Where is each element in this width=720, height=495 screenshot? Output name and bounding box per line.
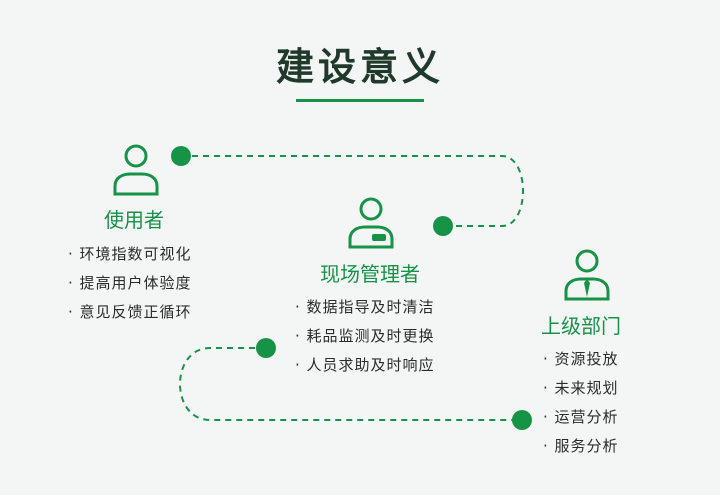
flow-node-dot xyxy=(171,146,191,166)
role-label-department: 上级部门 xyxy=(541,314,621,338)
list-item: · 意见反馈正循环 xyxy=(68,303,192,321)
manager-icon xyxy=(348,197,394,249)
list-item: · 耗品监测及时更换 xyxy=(295,327,435,345)
role-label-manager: 现场管理者 xyxy=(320,262,420,286)
list-item: · 环境指数可视化 xyxy=(68,245,192,263)
flow-node-dot xyxy=(256,338,276,358)
user-icon xyxy=(113,144,159,196)
flow-node-dot xyxy=(433,216,453,236)
flow-node-dot xyxy=(512,410,532,430)
department-icon xyxy=(564,249,610,301)
list-item: · 未来规划 xyxy=(543,379,619,397)
page-title: 建设意义 xyxy=(275,45,444,89)
list-item: · 数据指导及时清洁 xyxy=(295,298,435,316)
title-underline xyxy=(296,99,424,102)
list-item: · 提高用户体验度 xyxy=(68,274,192,292)
list-item: · 运营分析 xyxy=(543,408,619,426)
list-item: · 人员求助及时响应 xyxy=(295,356,435,374)
dashed-connector xyxy=(181,155,524,227)
list-item: · 资源投放 xyxy=(543,350,619,368)
role-label-user: 使用者 xyxy=(104,208,164,232)
list-item: · 服务分析 xyxy=(543,437,619,455)
